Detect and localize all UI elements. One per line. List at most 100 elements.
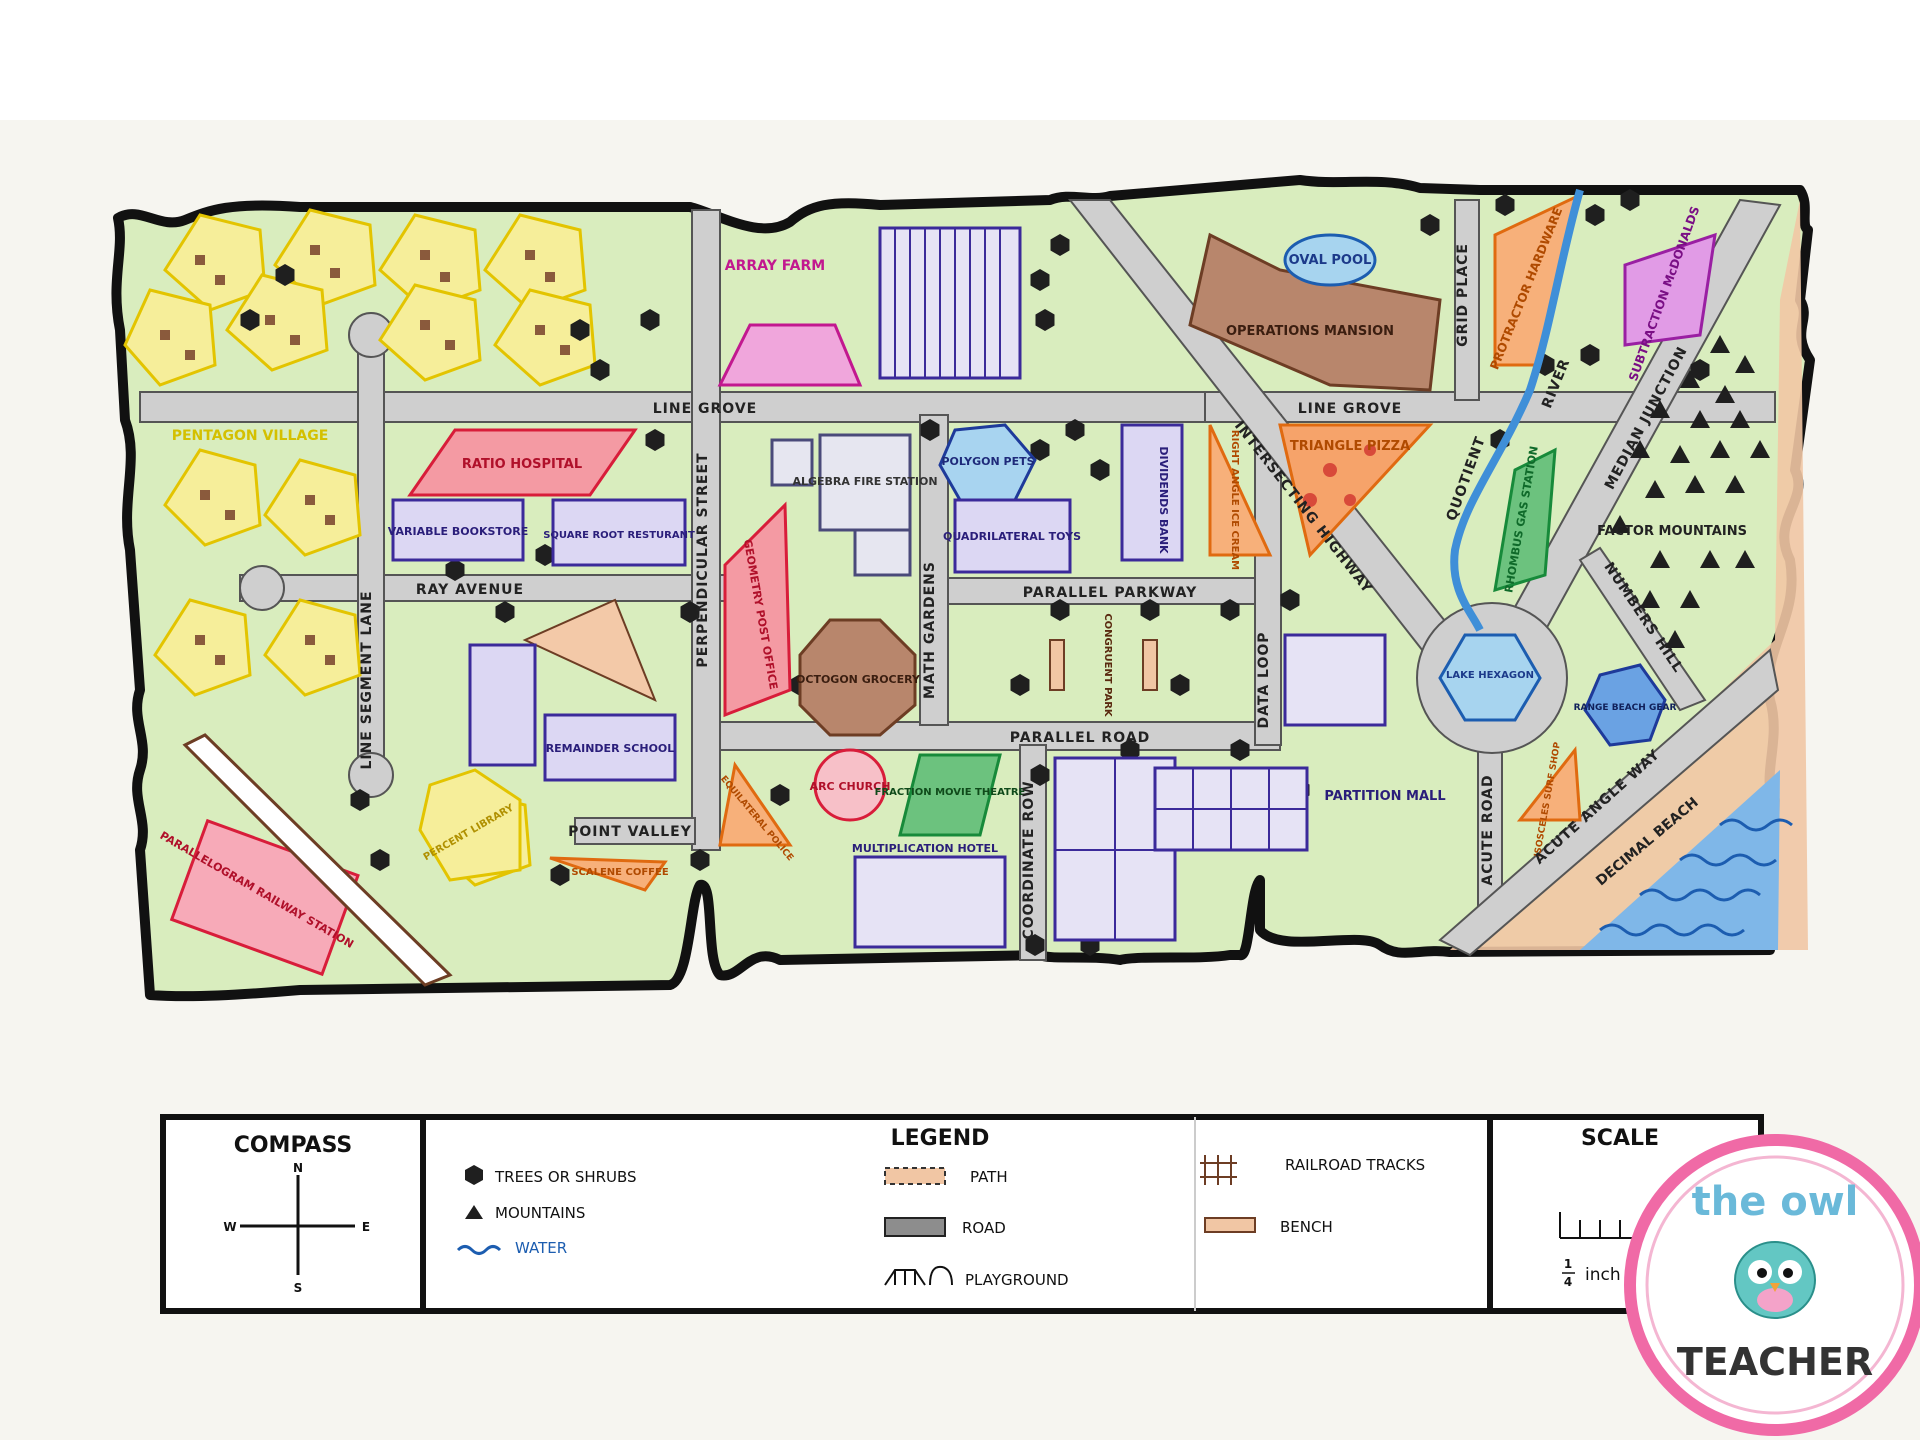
road-numbers-hill	[1578, 546, 1707, 712]
ratio-hospital-shape	[407, 428, 638, 497]
pentagon-house	[153, 598, 252, 697]
tree-hexagon-icon	[535, 544, 555, 566]
right-angle-ice-cream-shape	[1208, 424, 1273, 557]
pentagon-house	[163, 213, 267, 312]
hexagon-tree-icon	[465, 1165, 483, 1185]
mountain-triangle-icon	[1645, 480, 1665, 498]
tree-hexagon-icon	[1170, 674, 1190, 696]
label-right-angle-ice-cream: RIGHT ANGLE ICE CREAM	[1229, 430, 1240, 570]
square-root-restaurant-shape	[551, 498, 687, 567]
triangle-pizza-shape	[1278, 423, 1434, 559]
road-parallel-road	[709, 721, 1281, 751]
operations-mansion-shape	[1188, 232, 1442, 392]
road-data-loop	[1254, 414, 1282, 746]
rhombus-gas-station-shape	[1493, 447, 1557, 593]
fire-station-annex-south	[853, 528, 912, 577]
pentagon-house	[493, 288, 597, 387]
tree-hexagon-icon	[495, 601, 515, 623]
railroad-icon	[1200, 1155, 1237, 1185]
tree-hexagon-icon	[240, 309, 260, 331]
label-congruent-park: CONGRUENT PARK	[1102, 613, 1113, 718]
compass-e: E	[362, 1220, 370, 1234]
label-arc-church: ARC CHURCH	[810, 780, 891, 793]
street-math-gardens: MATH GARDENS	[922, 561, 938, 699]
tree-hexagon-icon	[1030, 269, 1050, 291]
label-partition-mall: PARTITION MALL	[1324, 789, 1445, 804]
street-parallel-parkway: PARALLEL PARKWAY	[1023, 585, 1198, 601]
remainder-school-shape	[543, 713, 677, 782]
tree-hexagon-icon	[1495, 194, 1515, 216]
label-fraction-movie-theatre: FRACTION MOVIE THEATRE	[875, 787, 1026, 798]
geometry-post-office-shape	[723, 501, 792, 718]
tree-hexagon-icon	[1050, 234, 1070, 256]
tree-hexagon-icon	[690, 849, 710, 871]
street-coordinate-row: COORDINATE ROW	[1021, 780, 1037, 939]
tree-hexagon-icon	[1030, 439, 1050, 461]
label-multiplication-hotel: MULTIPLICATION HOTEL	[852, 842, 998, 855]
compass-s: S	[294, 1281, 303, 1295]
octogon-grocery-shape	[798, 618, 917, 737]
street-point-valley: POINT VALLEY	[568, 824, 692, 840]
isosceles-surf-shop-shape	[1516, 746, 1582, 822]
tree-hexagon-icon	[1065, 419, 1085, 441]
trees-layer	[240, 189, 1710, 956]
dashed-path-icon	[884, 1167, 946, 1185]
tree-hexagon-icon	[1035, 309, 1055, 331]
tree-hexagon-icon	[680, 601, 700, 623]
tree-hexagon-icon	[1030, 764, 1050, 786]
tree-hexagon-icon	[1585, 204, 1605, 226]
road-ray-avenue	[239, 574, 741, 602]
triangle-mountain-icon	[465, 1205, 483, 1219]
mountain-triangle-icon	[1710, 440, 1730, 458]
legend-label-path: PATH	[970, 1168, 1008, 1186]
label-polygon-pets: POLYGON PETS	[941, 455, 1034, 468]
mountain-triangle-icon	[1750, 440, 1770, 458]
label-lake-hexagon: LAKE HEXAGON	[1446, 670, 1534, 681]
legend-label-playground: PLAYGROUND	[965, 1271, 1069, 1289]
factor-mountains-triangles	[1610, 335, 1770, 648]
algebra-fire-station-shape	[818, 433, 912, 532]
mountain-triangle-icon	[1610, 515, 1630, 533]
road-line-grove-east	[1204, 391, 1776, 423]
mountain-triangle-icon	[1710, 335, 1730, 353]
label-remainder-school: REMAINDER SCHOOL	[546, 742, 675, 755]
array-grid-north	[878, 226, 1022, 380]
label-array-farm: ARRAY FARM	[725, 258, 825, 274]
river	[1450, 188, 1584, 632]
baseball-diamond	[522, 598, 657, 702]
street-line-grove-west: LINE GROVE	[653, 401, 757, 417]
legend-label-trees: TREES OR SHRUBS	[494, 1168, 637, 1186]
subtraction-mcdonalds-shape	[1623, 232, 1717, 347]
equilateral-police-shape	[718, 761, 793, 847]
owl-icon	[1734, 1241, 1816, 1319]
dividends-bank-shape	[1120, 423, 1184, 562]
tree-hexagon-icon	[1620, 189, 1640, 211]
buildings	[169, 192, 1717, 987]
percent-library-shape	[418, 768, 522, 882]
playground-icon	[884, 1265, 953, 1286]
pentagon-house	[263, 458, 362, 557]
pentagon-house	[163, 448, 262, 547]
label-square-root-restaurant: SQUARE ROOT RESTURANT	[543, 530, 695, 541]
legend-label-mountains: MOUNTAINS	[495, 1204, 585, 1222]
tree-hexagon-icon	[1580, 344, 1600, 366]
scale-title: SCALE	[1581, 1126, 1659, 1151]
mountain-triangle-icon	[1680, 370, 1700, 388]
oval-pool-shape	[1283, 233, 1377, 287]
mountain-triangle-icon	[1680, 590, 1700, 608]
school-annex	[468, 643, 537, 767]
mountain-triangle-icon	[1735, 355, 1755, 373]
tree-hexagon-icon	[570, 319, 590, 341]
street-parallel-road: PARALLEL ROAD	[1010, 730, 1150, 746]
mountain-triangle-icon	[1725, 475, 1745, 493]
house-chimneys	[160, 245, 570, 665]
scale-fraction-den: 4	[1564, 1275, 1572, 1289]
congruent-park-bench-east	[1142, 639, 1158, 691]
scale-unit-label: inch	[1585, 1265, 1621, 1285]
tree-hexagon-icon	[350, 789, 370, 811]
road-line-segment-lane	[357, 329, 385, 771]
label-pentagon-village: PENTAGON VILLAGE	[172, 428, 329, 444]
mountain-triangle-icon	[1650, 550, 1670, 568]
label-variable-bookstore: VARIABLE BOOKSTORE	[388, 525, 528, 538]
